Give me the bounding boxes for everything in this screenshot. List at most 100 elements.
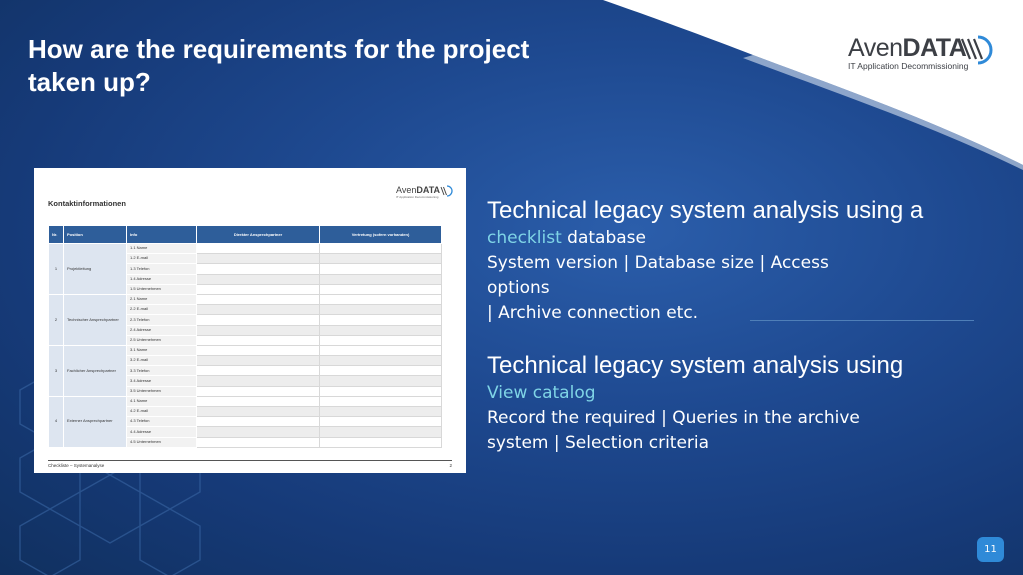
- point-line: Record the required | Queries in the arc…: [487, 408, 860, 428]
- point-heading: Technical legacy system analysis using a: [487, 197, 924, 224]
- info-cell: 2.5 Unternehmen: [126, 334, 197, 346]
- info-cell: 1.2 E-mail: [126, 253, 197, 265]
- substitute-cell[interactable]: [319, 242, 442, 255]
- substitute-cell[interactable]: [319, 436, 442, 448]
- direct-contact-cell[interactable]: [196, 365, 320, 377]
- substitute-cell[interactable]: [319, 304, 442, 316]
- group-position: Externer Ansprechpartner: [63, 395, 127, 448]
- slide-title: How are the requirements for the project…: [28, 33, 628, 99]
- point-checklist: Technical legacy system analysis using a…: [487, 196, 987, 326]
- direct-contact-cell[interactable]: [196, 334, 320, 346]
- substitute-cell[interactable]: [319, 395, 442, 408]
- info-cell: 4.2 E-mail: [126, 405, 197, 418]
- point-line: System version | Database size | Access: [487, 253, 829, 273]
- direct-contact-cell[interactable]: [196, 375, 320, 387]
- info-cell: 1.1 Name: [126, 242, 197, 255]
- doc-logo-arcs-icon: [440, 185, 453, 197]
- info-cell: 1.4 Adresse: [126, 273, 197, 285]
- substitute-cell[interactable]: [319, 405, 442, 418]
- direct-contact-cell[interactable]: [196, 273, 320, 285]
- direct-contact-cell[interactable]: [196, 426, 320, 438]
- substitute-cell[interactable]: [319, 344, 442, 357]
- substitute-cell[interactable]: [319, 385, 442, 397]
- point-accent-line: View catalog: [487, 381, 987, 406]
- substitute-cell[interactable]: [319, 273, 442, 285]
- checklist-document: AvenDATA IT Application Decommissioning …: [34, 168, 466, 473]
- info-cell: 2.2 E-mail: [126, 304, 197, 316]
- direct-contact-cell[interactable]: [196, 263, 320, 275]
- direct-contact-cell[interactable]: [196, 405, 320, 418]
- substitute-cell[interactable]: [319, 253, 442, 265]
- info-cell: 4.1 Name: [126, 395, 197, 408]
- direct-contact-cell[interactable]: [196, 385, 320, 397]
- point-accent-line: checklist database: [487, 226, 987, 251]
- substitute-cell[interactable]: [319, 293, 442, 306]
- col-header: Position: [63, 225, 127, 244]
- direct-contact-cell[interactable]: [196, 283, 320, 295]
- group-number: 4: [48, 395, 64, 448]
- info-cell: 4.3 Telefon: [126, 416, 197, 428]
- logo-brand-bold: DATA: [902, 34, 967, 62]
- info-cell: 4.5 Unternehmen: [126, 436, 197, 448]
- info-cell: 2.1 Name: [126, 293, 197, 306]
- group-position: Fachlicher Ansprechpartner: [63, 344, 127, 397]
- info-cell: 2.4 Adresse: [126, 324, 197, 336]
- info-cell: 3.2 E-mail: [126, 355, 197, 367]
- doc-page-number: 2: [449, 463, 452, 468]
- direct-contact-cell[interactable]: [196, 416, 320, 428]
- direct-contact-cell[interactable]: [196, 344, 320, 357]
- substitute-cell[interactable]: [319, 283, 442, 295]
- col-header: Info: [126, 225, 197, 244]
- direct-contact-cell[interactable]: [196, 242, 320, 255]
- point-accent: View catalog: [487, 383, 596, 403]
- info-cell: 1.5 Unternehmen: [126, 283, 197, 295]
- avendata-logo: AvenDATA IT Application Decommissioning: [848, 34, 998, 74]
- group-number: 2: [48, 293, 64, 346]
- direct-contact-cell[interactable]: [196, 436, 320, 448]
- direct-contact-cell[interactable]: [196, 293, 320, 306]
- info-cell: 3.1 Name: [126, 344, 197, 357]
- substitute-cell[interactable]: [319, 334, 442, 346]
- substitute-cell[interactable]: [319, 426, 442, 438]
- direct-contact-cell[interactable]: [196, 355, 320, 367]
- col-header: Nr.: [48, 225, 64, 244]
- info-cell: 3.5 Unternehmen: [126, 385, 197, 397]
- logo-arcs-icon: [960, 35, 993, 65]
- group-number: 3: [48, 344, 64, 397]
- substitute-cell[interactable]: [319, 314, 442, 326]
- direct-contact-cell[interactable]: [196, 395, 320, 408]
- doc-logo: AvenDATA IT Application Decommissioning: [396, 185, 456, 201]
- group-position: Projektleitung: [63, 243, 127, 295]
- direct-contact-cell[interactable]: [196, 304, 320, 316]
- substitute-cell[interactable]: [319, 365, 442, 377]
- contact-table: Nr. Position Info Direkter Ansprechpartn…: [48, 225, 442, 448]
- doc-logo-brand-regular: Aven: [396, 185, 417, 195]
- info-cell: 3.3 Telefon: [126, 365, 197, 377]
- doc-logo-brand-bold: DATA: [416, 185, 441, 195]
- info-cell: 3.4 Adresse: [126, 375, 197, 387]
- table-row: 4.5 Unternehmen: [49, 436, 442, 448]
- direct-contact-cell[interactable]: [196, 324, 320, 336]
- substitute-cell[interactable]: [319, 375, 442, 387]
- point-line: options: [487, 278, 550, 298]
- slide-title-line2: taken up?: [28, 67, 151, 97]
- substitute-cell[interactable]: [319, 416, 442, 428]
- substitute-cell[interactable]: [319, 263, 442, 275]
- point-line: system | Selection criteria: [487, 433, 710, 453]
- corner-swoosh: [603, 0, 1023, 170]
- divider-line: [750, 320, 974, 321]
- logo-brand-regular: Aven: [848, 34, 903, 62]
- table-row: 3.3 Telefon: [49, 365, 442, 377]
- substitute-cell[interactable]: [319, 324, 442, 336]
- doc-logo-wordmark: AvenDATA: [396, 185, 440, 195]
- direct-contact-cell[interactable]: [196, 253, 320, 265]
- col-header: Vertretung (sofern vorhanden): [319, 225, 442, 244]
- logo-wordmark: AvenDATA: [848, 34, 967, 63]
- doc-logo-tagline: IT Application Decommissioning: [396, 195, 439, 199]
- direct-contact-cell[interactable]: [196, 314, 320, 326]
- substitute-cell[interactable]: [319, 355, 442, 367]
- point-heading: Technical legacy system analysis using: [487, 352, 904, 379]
- group-position: Technischer Ansprechpartner: [63, 293, 127, 346]
